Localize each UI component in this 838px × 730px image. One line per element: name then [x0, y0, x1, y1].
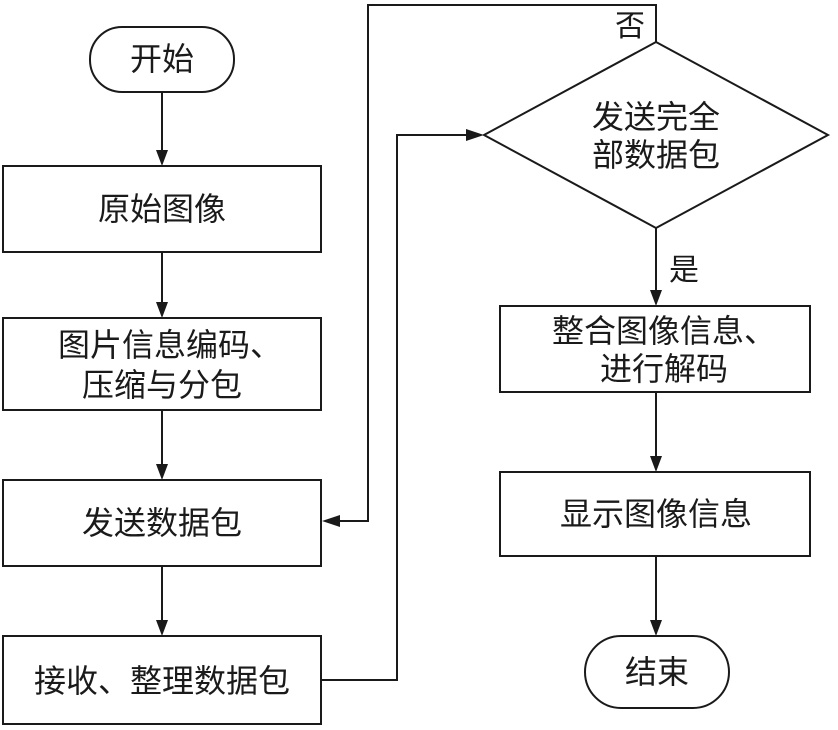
node-end-shape [584, 635, 730, 709]
node-display-image-label: 显示图像信息 [560, 495, 752, 533]
node-send-packets-shape [2, 479, 322, 567]
edge-receive-to-decision [322, 134, 468, 681]
node-encode-compress-shape [2, 317, 322, 411]
node-send-packets-label: 发送数据包 [82, 504, 242, 542]
node-integrate-decode-shape [499, 305, 811, 393]
node-encode-compress-label-line1: 图片信息编码、 [58, 326, 282, 364]
node-receive-packets-shape [2, 635, 322, 725]
node-original-image-shape [2, 165, 322, 253]
node-end-label: 结束 [625, 653, 689, 691]
node-original-image-label: 原始图像 [98, 190, 226, 228]
edges [156, 4, 662, 681]
edge-label-yes: 是 [669, 253, 699, 288]
node-decision-all-sent: 发送完全 部数据包 [481, 40, 831, 230]
arrowhead-receive-to-decision [466, 129, 484, 141]
node-end: 结束 [584, 635, 730, 709]
node-integrate-decode-label-line2: 进行解码 [600, 350, 728, 388]
arrowhead-integrate-to-display [650, 456, 662, 472]
node-decision-all-sent-label-line2: 部数据包 [592, 136, 720, 174]
node-encode-compress: 图片信息编码、 压缩与分包 [2, 317, 322, 411]
node-decision-all-sent-shape [481, 40, 831, 230]
node-integrate-decode: 整合图像信息、 进行解码 [499, 305, 811, 393]
node-start-label: 开始 [130, 40, 194, 78]
node-display-image: 显示图像信息 [499, 471, 811, 557]
edge-decision-no-to-send [338, 4, 657, 522]
node-display-image-shape [499, 471, 811, 557]
node-decision-all-sent-label-line1: 发送完全 [592, 98, 720, 136]
arrowhead-send-to-receive [156, 620, 168, 636]
node-receive-packets: 接收、整理数据包 [2, 635, 322, 725]
node-send-packets: 发送数据包 [2, 479, 322, 567]
node-start-shape [89, 26, 235, 93]
arrowhead-original-to-encode [156, 302, 168, 318]
arrowhead-decision-no-to-send [322, 515, 340, 527]
node-encode-compress-label-line2: 压缩与分包 [82, 366, 242, 404]
node-integrate-decode-label-line1: 整合图像信息、 [552, 312, 776, 350]
node-start: 开始 [89, 26, 235, 93]
node-original-image: 原始图像 [2, 165, 322, 253]
arrowhead-display-to-end [650, 620, 662, 636]
arrowhead-encode-to-send [156, 464, 168, 480]
arrowhead-start-to-original [156, 150, 168, 166]
arrowhead-decision-yes-to-integrate [650, 290, 662, 306]
edge-label-no: 否 [615, 9, 645, 44]
node-receive-packets-label: 接收、整理数据包 [34, 662, 290, 700]
